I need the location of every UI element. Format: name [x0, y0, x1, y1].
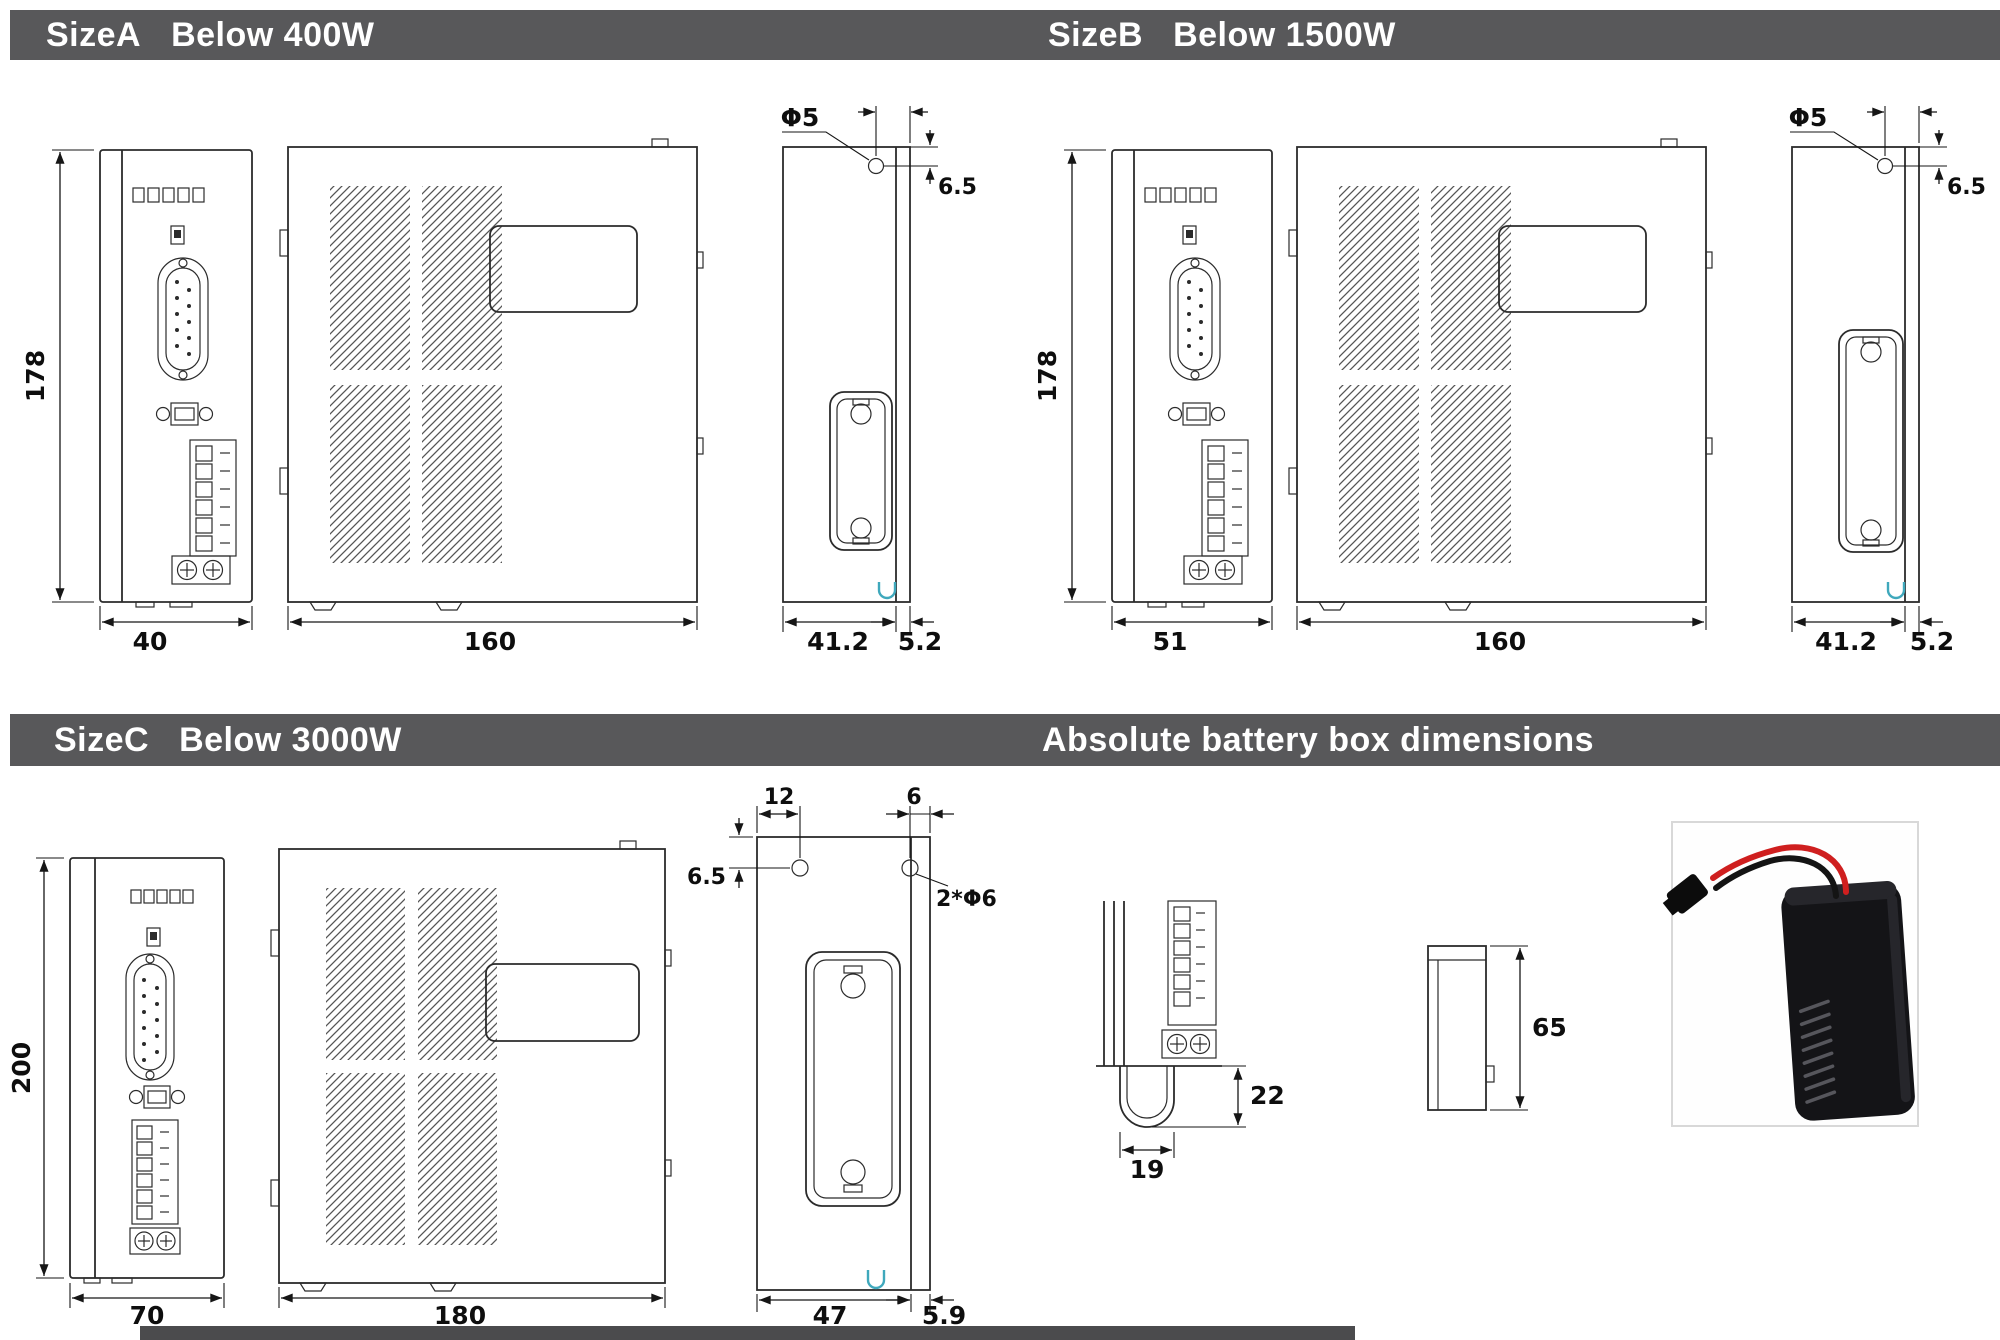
sizeC-nameplate [485, 963, 640, 1042]
sizeA-back-width-label: 41.2 [807, 627, 869, 656]
sizeC-back-width-label: 47 [813, 1301, 848, 1330]
battery-height-dimension: 65 [1490, 945, 1567, 1111]
sizeC-front-view [69, 857, 225, 1284]
sizeA-cable-notch [877, 582, 897, 600]
sizeB-front-width-label: 51 [1153, 627, 1188, 656]
sizeA-hole-dimension: Φ5 6.5 [781, 103, 977, 200]
sizeA-side-width-dimension: 160 [287, 606, 698, 656]
header-battery-title: Absolute battery box dimensions [1042, 720, 1595, 759]
header-sizeA: SizeA Below 400W [10, 10, 1028, 60]
header-sizeC-subtitle: Below 3000W [179, 720, 402, 759]
sizeC-side-width-dimension: 180 [278, 1287, 666, 1330]
sizeB-side-width-dimension: 160 [1296, 606, 1707, 656]
header-sizeB-subtitle: Below 1500W [1173, 15, 1396, 54]
sizeA-height-label: 178 [21, 350, 50, 402]
header-sizeA-subtitle: Below 400W [171, 15, 375, 54]
sizeA-side-width-label: 160 [464, 627, 516, 656]
sizeC-hole-top-offset-label: 6.5 [687, 865, 726, 890]
sizeB-side-view [1288, 138, 1713, 611]
battery-black-wire [1713, 855, 1839, 899]
battery-drawing: 22 19 65 [1096, 821, 1919, 1184]
sizeC-height-dimension: 200 [7, 857, 64, 1279]
sizeA-back-width-dimension: 41.2 5.2 [782, 606, 942, 656]
header-battery: Absolute battery box dimensions [1012, 714, 2000, 766]
sizeC-top-hole-dimensions: 12 6 6.5 2*Φ6 [687, 785, 997, 912]
sizeB-nameplate [1498, 225, 1647, 313]
sizeB-drawing: 178 51 160 41.2 5.2 Φ5 [1033, 103, 1986, 656]
sizeB-front-view [1111, 149, 1273, 608]
sizeC-holes-spec-label: 2*Φ6 [936, 887, 997, 912]
sizeB-cable-notch [1886, 582, 1906, 600]
sizeA-nameplate [489, 225, 638, 313]
sizeC-back-view [756, 836, 931, 1291]
battery-depth-label: 22 [1250, 1081, 1285, 1110]
sizeC-cable-notch [866, 1270, 886, 1290]
sizeC-side-width-label: 180 [434, 1301, 486, 1330]
sizeB-hole-label: Φ5 [1789, 103, 1828, 132]
sizeC-hole-left-offset-label: 12 [764, 785, 795, 810]
sizeC-front-width-dimension: 70 [69, 1283, 225, 1330]
sizeB-side-width-label: 160 [1474, 627, 1526, 656]
sizeB-height-dimension: 178 [1033, 149, 1106, 603]
sizeA-hole-label: Φ5 [781, 103, 820, 132]
header-sizeA-name: SizeA [46, 15, 142, 54]
sizeC-back-lip-label: 5.9 [922, 1301, 966, 1330]
sizeB-back-width-label: 41.2 [1815, 627, 1877, 656]
battery-width-dimension: 19 [1119, 1132, 1175, 1184]
sizeC-side-view [270, 840, 672, 1292]
sizeB-hole-offset-label: 6.5 [1947, 175, 1986, 200]
battery-connector-icon [1662, 874, 1708, 916]
sizeA-back-view [782, 146, 911, 603]
sizeB-back-width-dimension: 41.2 5.2 [1791, 606, 1954, 656]
sizeA-front-width-dimension: 40 [99, 606, 253, 656]
bottom-divider-bar [140, 1326, 1355, 1340]
sizeB-height-label: 178 [1033, 350, 1062, 402]
sizeA-front-view [99, 149, 253, 608]
sizeB-hole-dimension: Φ5 6.5 [1789, 103, 1986, 200]
sizeA-hole-offset-label: 6.5 [938, 175, 977, 200]
sizeC-drawing: 200 70 180 47 5.9 12 [7, 785, 997, 1330]
battery-vents-icon [1798, 999, 1837, 1104]
sizeA-front-width-label: 40 [133, 627, 168, 656]
sizeC-front-width-label: 70 [130, 1301, 165, 1330]
sizeB-back-view [1791, 146, 1920, 603]
battery-front-view [1427, 945, 1495, 1111]
sizeA-back-lip-label: 5.2 [898, 627, 942, 656]
header-sizeC-name: SizeC [54, 720, 150, 759]
sizeC-height-label: 200 [7, 1042, 36, 1094]
header-sizeB: SizeB Below 1500W [1012, 10, 2000, 60]
battery-mount-side-view [1096, 900, 1222, 1128]
sizeB-front-width-dimension: 51 [1111, 606, 1273, 656]
battery-depth-dimension: 22 [1152, 1065, 1285, 1128]
sizeC-back-width-dimension: 47 5.9 [756, 1294, 966, 1330]
sizeA-height-dimension: 178 [21, 149, 94, 603]
sizeB-back-lip-label: 5.2 [1910, 627, 1954, 656]
header-sizeB-name: SizeB [1048, 15, 1144, 54]
header-sizeC: SizeC Below 3000W [10, 714, 1036, 766]
battery-red-wire [1710, 844, 1849, 895]
sizeA-drawing: 178 40 160 41.2 5.2 Φ5 [21, 103, 977, 656]
battery-width-label: 19 [1130, 1155, 1165, 1184]
sizeC-hole-right-offset-label: 6 [906, 785, 921, 810]
battery-height-label: 65 [1532, 1013, 1567, 1042]
sizeA-side-view [279, 138, 704, 611]
battery-photo [1662, 821, 1919, 1127]
